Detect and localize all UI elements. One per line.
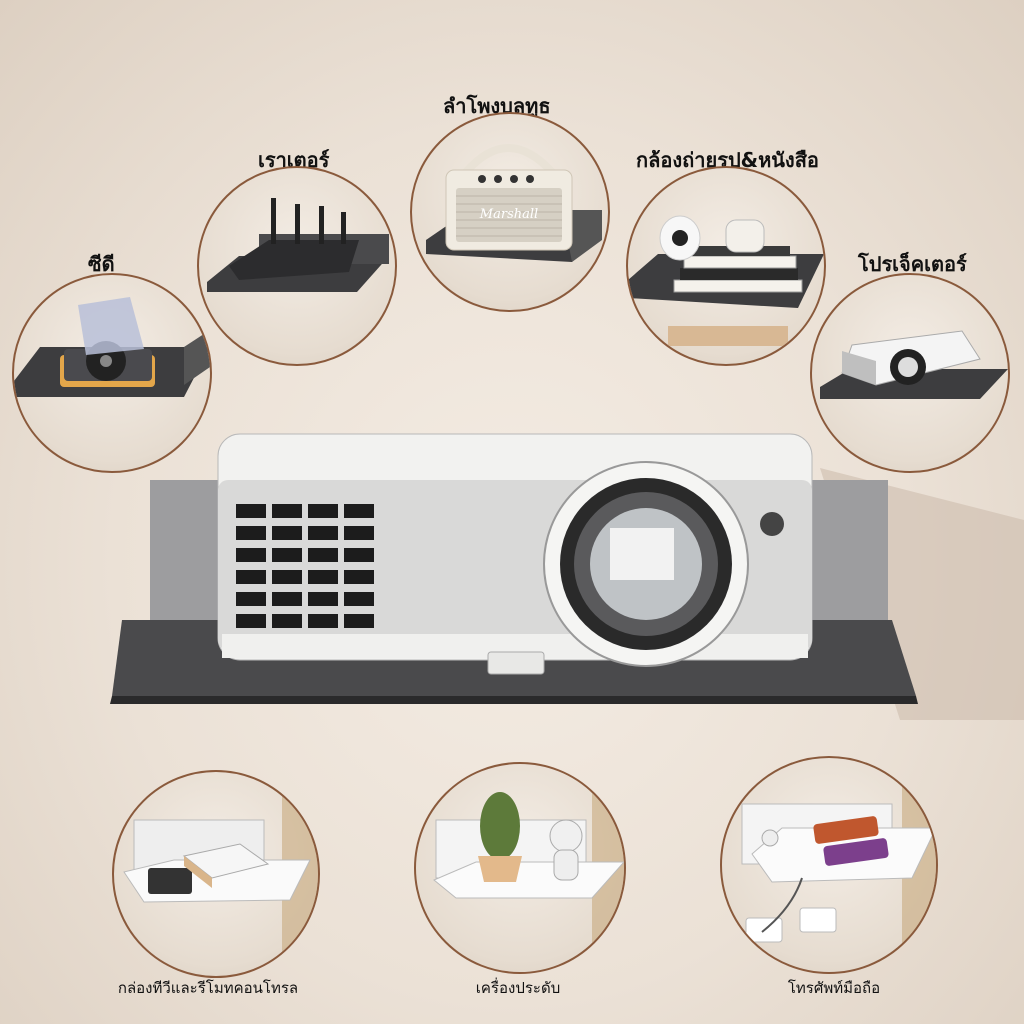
- circle-projector: [810, 273, 1010, 473]
- ir-sensor: [760, 512, 784, 536]
- book-stack: [673, 279, 803, 293]
- tv-box: [182, 843, 270, 879]
- router-body: [229, 240, 359, 280]
- cd-lid: [78, 297, 144, 355]
- shelf-back-left: [150, 480, 220, 625]
- plant-pot: [478, 856, 522, 882]
- circle-speaker: Marshall: [410, 112, 610, 312]
- label-cd: ซีดี: [88, 252, 115, 276]
- circle-phone: [720, 756, 938, 974]
- tv-box-shelf-illustration: [123, 772, 318, 976]
- label-phone: โทรศัพท์มือถือ: [787, 979, 881, 997]
- circle-router: [197, 166, 397, 366]
- cd-shelf-illustration: [14, 297, 210, 397]
- phone-orange: [813, 816, 879, 844]
- circle-cd: [12, 273, 212, 473]
- phone-purple: [823, 838, 889, 866]
- phone-shelf-illustration: [741, 758, 936, 972]
- main-projector-illustration: [110, 433, 1024, 720]
- decor-deer: [761, 829, 779, 847]
- camera-books-shelf-illustration: [628, 215, 824, 346]
- label-decor: เครื่องประดับ: [475, 979, 561, 997]
- projector-shelf-illustration: [820, 330, 1008, 399]
- label-projector: โปรเจ็คเตอร์: [858, 252, 967, 276]
- speaker-brand-logo: Marshall: [479, 207, 538, 222]
- circle-tv-box: [112, 770, 320, 978]
- speaker-shelf-illustration: Marshall: [426, 144, 602, 262]
- charging-cable: [761, 877, 803, 933]
- astronaut-figure: [549, 819, 583, 853]
- mug: [725, 219, 765, 253]
- decor-shelf-illustration: [433, 764, 624, 972]
- cactus: [480, 792, 520, 860]
- circle-camera-books: [626, 166, 826, 366]
- projector-vents: [236, 504, 374, 628]
- router-shelf-illustration: [207, 198, 389, 292]
- label-tv-box: กล่องทีวีและรีโมทคอนโทรล: [117, 979, 299, 997]
- remote: [148, 868, 192, 894]
- circle-decor: [414, 762, 626, 974]
- shelf-back-right: [810, 480, 888, 625]
